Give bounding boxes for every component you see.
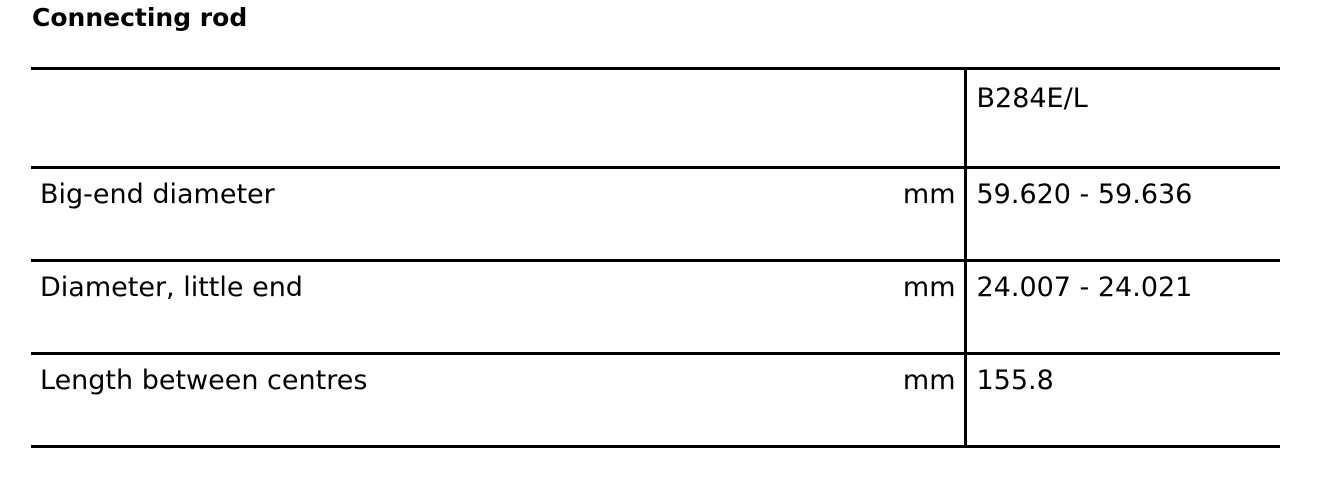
row-label: Length between centres — [40, 365, 368, 396]
column-header-engine: B284E/L — [976, 83, 1088, 114]
header-value-cell: B284E/L — [965, 67, 1280, 168]
row-value: 24.007 - 24.021 — [976, 272, 1193, 303]
row-label-cell: Diameter, little end mm — [31, 259, 967, 354]
row-value-cell: 59.620 - 59.636 — [965, 166, 1280, 261]
row-value-cell: 155.8 — [965, 352, 1280, 448]
table-header-row: B284E/L — [31, 67, 1280, 168]
header-empty-cell — [31, 67, 967, 168]
table-row: Big-end diameter mm 59.620 - 59.636 — [31, 166, 1280, 261]
table-row: Length between centres mm 155.8 — [31, 352, 1280, 448]
spec-table: B284E/L Big-end diameter mm 59.620 - 59.… — [31, 67, 1280, 448]
row-value: 59.620 - 59.636 — [976, 179, 1193, 210]
row-label: Diameter, little end — [40, 272, 303, 303]
row-unit: mm — [902, 272, 956, 303]
row-unit: mm — [902, 179, 956, 210]
row-label-cell: Big-end diameter mm — [31, 166, 967, 261]
page-title: Connecting rod — [32, 3, 248, 32]
table-row: Diameter, little end mm 24.007 - 24.021 — [31, 259, 1280, 354]
row-label-cell: Length between centres mm — [31, 352, 967, 448]
row-unit: mm — [902, 365, 956, 396]
row-value-cell: 24.007 - 24.021 — [965, 259, 1280, 354]
row-value: 155.8 — [976, 365, 1054, 396]
row-label: Big-end diameter — [40, 179, 275, 210]
